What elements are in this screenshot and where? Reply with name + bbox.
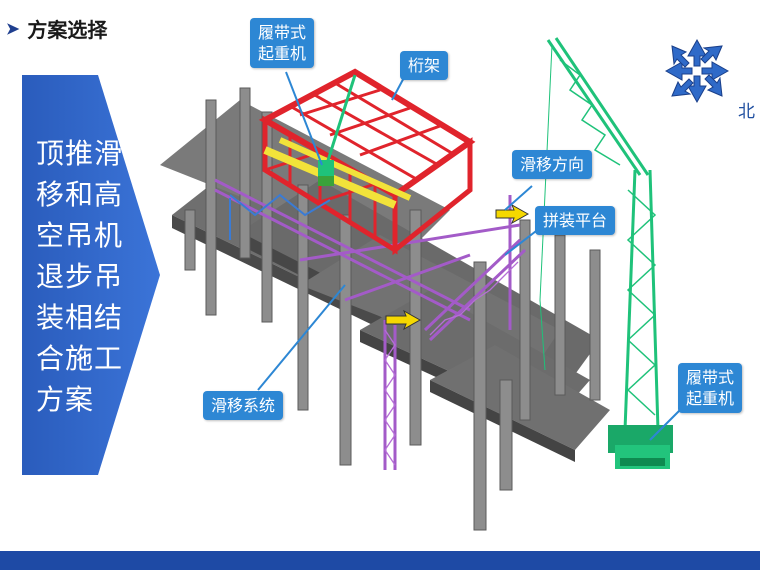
label-crawler-crane-right: 履带式 起重机 [678,363,743,413]
label-crawler-crane-top: 履带式 起重机 [250,18,315,68]
blue-bracing [229,193,331,240]
crawler-crane-right [539,37,660,431]
crawler-crane-base [608,425,673,469]
compass-icon [662,36,732,110]
label-slide-system: 滑移系统 [203,391,284,420]
footer-bar [0,551,760,570]
triangle-right-icon: ➤ [6,19,20,38]
north-label: 北 [738,102,755,122]
slide-direction-arrows [385,203,530,331]
slide-system-bracing [384,261,519,466]
page-title-text: 方案选择 [27,18,108,42]
banner-text: 顶推滑移和高空吊机退步吊装相结合施工方案 [36,137,124,416]
red-truss [258,68,476,256]
scheme-banner: 顶推滑移和高空吊机退步吊装相结合施工方案 [22,75,160,475]
page-title: ➤ 方案选择 [6,14,107,43]
banner-arrow-shape [22,75,160,475]
label-truss: 桁架 [400,51,449,80]
label-assembly-platform: 拼装平台 [535,206,616,235]
label-slide-direction: 滑移方向 [512,150,593,179]
compass-arrows-icon [664,38,730,104]
